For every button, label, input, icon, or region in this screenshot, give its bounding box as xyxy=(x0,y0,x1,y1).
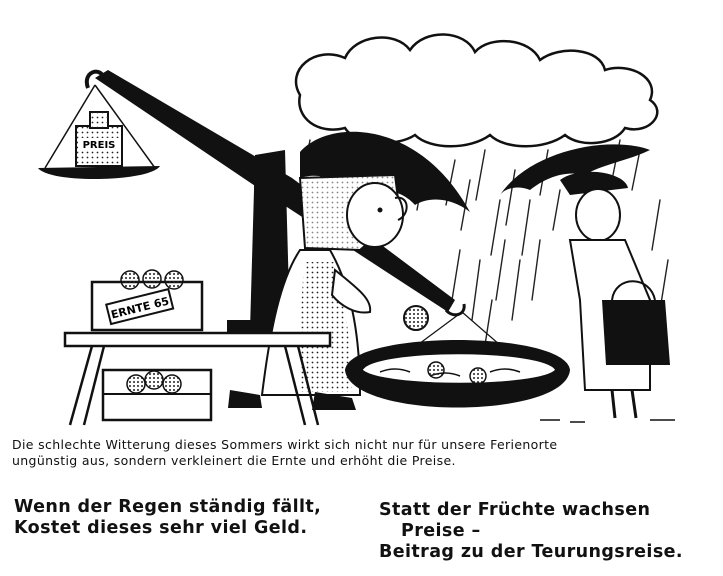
fruit-in-hand xyxy=(403,305,429,331)
water-bowl xyxy=(345,311,570,408)
caption-line-1: Die schlechte Witterung dieses Sommers w… xyxy=(12,437,558,452)
weight-label: PREIS xyxy=(83,140,116,151)
rain-cloud xyxy=(294,33,659,148)
verse-right-line-2: Preise – xyxy=(401,521,481,541)
ground xyxy=(540,419,675,423)
verse-right: Statt der Früchte wachsen Preise – Beitr… xyxy=(379,500,683,563)
verse-left-line-2: Kostet dieses sehr viel Geld. xyxy=(14,518,308,538)
caption: Die schlechte Witterung dieses Sommers w… xyxy=(12,437,712,469)
market-table xyxy=(63,331,332,426)
caption-line-2: ungünstig aus, sondern verkleinert die E… xyxy=(12,453,456,468)
vendor-woman xyxy=(228,173,408,410)
lower-crate xyxy=(101,368,213,422)
verse-left-line-1: Wenn der Regen ständig fällt, xyxy=(14,497,322,517)
left-scale-pan: PREIS xyxy=(38,84,160,180)
verse-left: Wenn der Regen ständig fällt, Kostet die… xyxy=(14,497,321,539)
price-weight: PREIS xyxy=(75,111,123,167)
customer-woman xyxy=(560,171,670,419)
verse-right-line-3: Beitrag zu der Teurungsreise. xyxy=(379,542,683,562)
verse-right-line-1: Statt der Früchte wachsen xyxy=(379,500,651,520)
cartoon-illustration: PREIS ERNTE 65 xyxy=(38,33,675,426)
harvest-crate: ERNTE 65 xyxy=(90,269,204,332)
